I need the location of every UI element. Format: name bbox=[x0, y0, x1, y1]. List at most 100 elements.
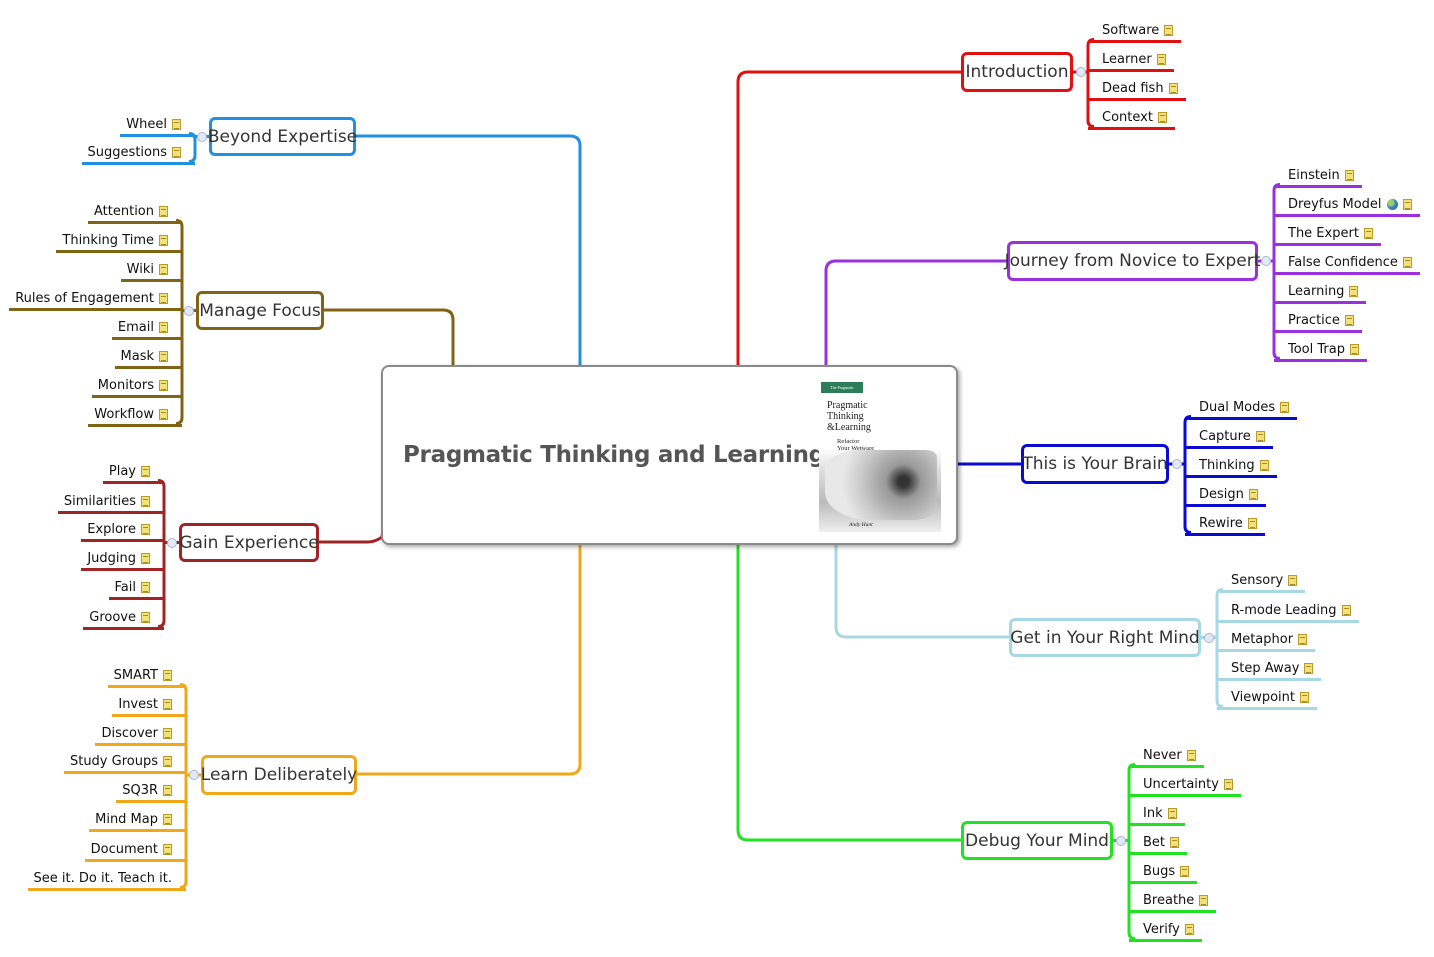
note-icon[interactable] bbox=[159, 351, 168, 362]
subtopic[interactable]: Learning bbox=[1274, 283, 1367, 304]
subtopic[interactable]: Einstein bbox=[1274, 167, 1362, 188]
subtopic[interactable]: Suggestions bbox=[81, 144, 195, 165]
note-icon[interactable] bbox=[1223, 779, 1233, 790]
note-icon[interactable] bbox=[141, 466, 150, 477]
note-icon[interactable] bbox=[1156, 54, 1166, 65]
note-icon[interactable] bbox=[1402, 257, 1412, 268]
subtopic[interactable]: Bet bbox=[1129, 834, 1188, 855]
note-icon[interactable] bbox=[141, 582, 150, 593]
subtopic[interactable]: Tool Trap bbox=[1274, 341, 1367, 362]
note-icon[interactable] bbox=[163, 728, 172, 739]
note-icon[interactable] bbox=[1344, 315, 1354, 326]
subtopic[interactable]: Context bbox=[1088, 109, 1175, 130]
subtopic[interactable]: Uncertainty bbox=[1129, 776, 1241, 797]
topic-beyond-expertise[interactable]: Beyond Expertise bbox=[208, 117, 357, 156]
subtopic[interactable]: Thinking Time bbox=[56, 232, 182, 253]
note-icon[interactable] bbox=[141, 553, 150, 564]
subtopic[interactable]: Metaphor bbox=[1217, 631, 1316, 652]
note-icon[interactable] bbox=[163, 756, 172, 767]
subtopic[interactable]: Play bbox=[102, 463, 164, 484]
subtopic[interactable]: Learner bbox=[1088, 51, 1174, 72]
note-icon[interactable] bbox=[1199, 895, 1209, 906]
note-icon[interactable] bbox=[172, 147, 181, 158]
subtopic[interactable]: Explore bbox=[81, 521, 164, 542]
note-icon[interactable] bbox=[1344, 170, 1354, 181]
note-icon[interactable] bbox=[1184, 924, 1194, 935]
note-icon[interactable] bbox=[141, 612, 150, 623]
collapse-toggle[interactable] bbox=[166, 537, 177, 548]
note-icon[interactable] bbox=[1248, 489, 1258, 500]
note-icon[interactable] bbox=[159, 206, 168, 217]
topic-debug-your-mind[interactable]: Debug Your Mind bbox=[961, 821, 1113, 860]
subtopic[interactable]: Document bbox=[84, 841, 186, 862]
subtopic[interactable]: Workflow bbox=[88, 406, 182, 427]
note-icon[interactable] bbox=[159, 409, 168, 420]
note-icon[interactable] bbox=[1255, 431, 1265, 442]
note-icon[interactable] bbox=[1180, 866, 1190, 877]
note-icon[interactable] bbox=[1349, 286, 1359, 297]
subtopic[interactable]: Invest bbox=[112, 696, 186, 717]
topic-introduction[interactable]: Introduction bbox=[961, 52, 1073, 92]
topic-gain-experience[interactable]: Gain Experience bbox=[179, 523, 319, 562]
globe-link-icon[interactable] bbox=[1386, 199, 1398, 210]
subtopic[interactable]: Email bbox=[111, 319, 182, 340]
topic-this-is-your-brain[interactable]: This is Your Brain bbox=[1021, 444, 1169, 484]
collapse-toggle[interactable] bbox=[1204, 632, 1214, 643]
note-icon[interactable] bbox=[1402, 199, 1412, 210]
subtopic[interactable]: Thinking bbox=[1185, 457, 1277, 478]
note-icon[interactable] bbox=[163, 844, 172, 855]
collapse-toggle[interactable] bbox=[184, 305, 194, 316]
subtopic[interactable]: The Expert bbox=[1274, 225, 1381, 246]
subtopic[interactable]: Practice bbox=[1274, 312, 1362, 333]
collapse-toggle[interactable] bbox=[1116, 835, 1126, 846]
subtopic[interactable]: Capture bbox=[1185, 428, 1273, 449]
subtopic[interactable]: Monitors bbox=[91, 377, 182, 398]
subtopic[interactable]: Viewpoint bbox=[1217, 689, 1318, 710]
subtopic[interactable]: Similarities bbox=[57, 493, 164, 514]
topic-journey-from-novice-to-expert[interactable]: Journey from Novice to Expert bbox=[1005, 241, 1260, 281]
subtopic[interactable]: Groove bbox=[83, 609, 164, 630]
subtopic[interactable]: False Confidence bbox=[1274, 254, 1420, 275]
note-icon[interactable] bbox=[163, 699, 172, 710]
topic-learn-deliberately[interactable]: Learn Deliberately bbox=[201, 755, 357, 795]
note-icon[interactable] bbox=[159, 380, 168, 391]
collapse-toggle[interactable] bbox=[1075, 67, 1086, 77]
note-icon[interactable] bbox=[1363, 228, 1373, 239]
note-icon[interactable] bbox=[1298, 634, 1308, 645]
note-icon[interactable] bbox=[1168, 83, 1178, 94]
topic-get-in-your-right-mind[interactable]: Get in Your Right Mind bbox=[1009, 618, 1201, 657]
subtopic[interactable]: Fail bbox=[108, 579, 164, 600]
subtopic[interactable]: Verify bbox=[1129, 921, 1202, 942]
note-icon[interactable] bbox=[159, 293, 168, 304]
subtopic[interactable]: Rewire bbox=[1185, 515, 1265, 536]
note-icon[interactable] bbox=[172, 119, 181, 130]
note-icon[interactable] bbox=[1341, 605, 1351, 616]
collapse-toggle[interactable] bbox=[197, 131, 207, 142]
topic-manage-focus[interactable]: Manage Focus bbox=[196, 291, 324, 330]
note-icon[interactable] bbox=[1186, 750, 1196, 761]
note-icon[interactable] bbox=[163, 814, 172, 825]
subtopic[interactable]: Dual Modes bbox=[1185, 399, 1298, 420]
note-icon[interactable] bbox=[1288, 575, 1298, 586]
subtopic[interactable]: Study Groups bbox=[63, 753, 186, 774]
central-topic[interactable]: Pragmatic Thinking and Learning The Prag… bbox=[381, 365, 958, 545]
subtopic[interactable]: Breathe bbox=[1129, 892, 1217, 913]
subtopic[interactable]: See it. Do it. Teach it. bbox=[27, 870, 186, 891]
note-icon[interactable] bbox=[1157, 112, 1167, 123]
subtopic[interactable]: Ink bbox=[1129, 805, 1185, 826]
note-icon[interactable] bbox=[1304, 663, 1314, 674]
note-icon[interactable] bbox=[159, 322, 168, 333]
note-icon[interactable] bbox=[141, 524, 150, 535]
subtopic[interactable]: Mind Map bbox=[89, 811, 186, 832]
subtopic[interactable]: Software bbox=[1088, 22, 1182, 43]
note-icon[interactable] bbox=[163, 785, 172, 796]
note-icon[interactable] bbox=[159, 264, 168, 275]
subtopic[interactable]: Dead fish bbox=[1088, 80, 1186, 101]
subtopic[interactable]: Step Away bbox=[1217, 660, 1322, 681]
subtopic[interactable]: R-mode Leading bbox=[1217, 602, 1359, 623]
note-icon[interactable] bbox=[1170, 837, 1180, 848]
subtopic[interactable]: Rules of Engagement bbox=[9, 290, 182, 311]
subtopic[interactable]: SMART bbox=[107, 667, 186, 688]
subtopic[interactable]: Never bbox=[1129, 747, 1204, 768]
note-icon[interactable] bbox=[163, 670, 172, 681]
